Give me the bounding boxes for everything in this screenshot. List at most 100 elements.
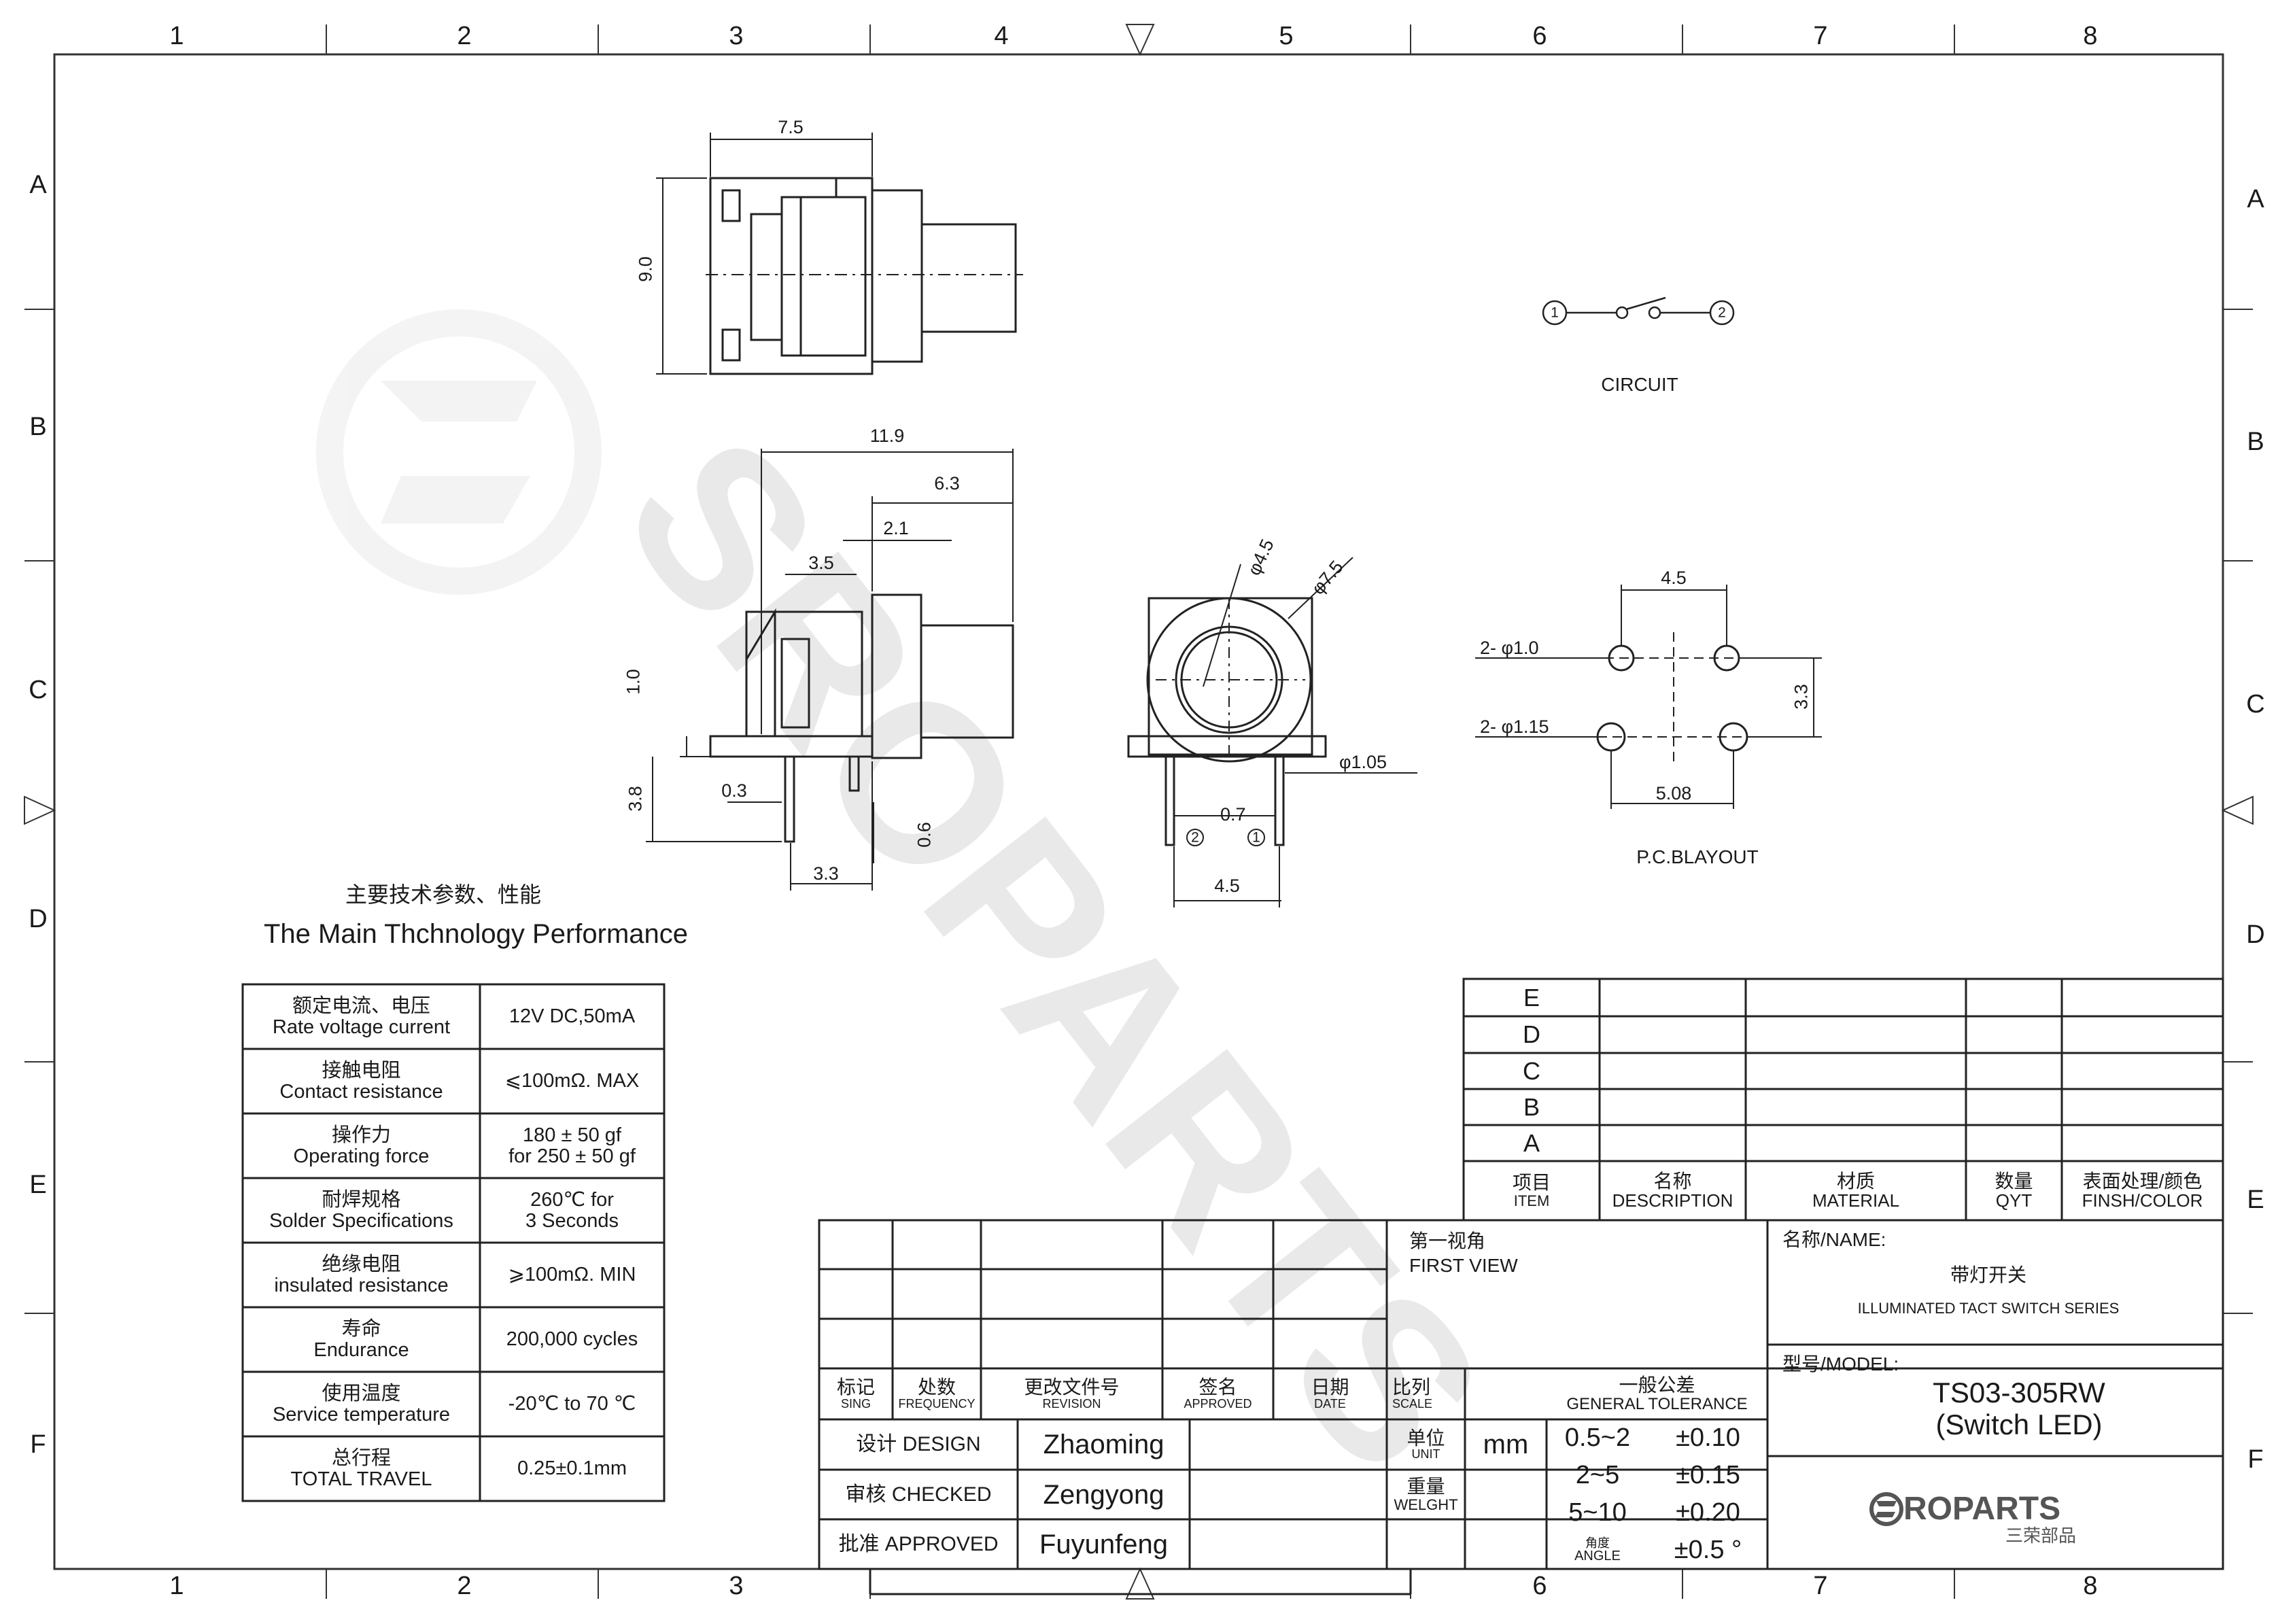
col-label-1: 1 [169, 22, 184, 50]
row-label-e-right: E [2247, 1186, 2264, 1214]
side-view [646, 449, 1014, 891]
logo-text: ROPARTS [1903, 1491, 2061, 1527]
approved-label: 批准 APPROVED [838, 1532, 999, 1555]
col-label-3: 3 [729, 22, 744, 50]
first-view-cn: 第一视角 [1409, 1230, 1486, 1251]
product-name-cn: 带灯开关 [1950, 1264, 2027, 1285]
dim-side-33: 3.3 [813, 863, 839, 884]
tol-range-3: 5~10 [1568, 1498, 1627, 1527]
first-view-en: FIRST VIEW [1409, 1255, 1518, 1276]
dim-side-total: 11.9 [869, 426, 905, 446]
spec-table-grid [241, 983, 666, 1502]
dim-top-height: 9.0 [635, 256, 656, 282]
bom-row-b: B [1523, 1092, 1540, 1121]
tol-value-3: ±0.20 [1676, 1498, 1740, 1527]
dim-side-21: 2.1 [883, 518, 909, 538]
spec-row-value: -20℃ to 70 ℃ [508, 1393, 636, 1415]
row-label-a-right: A [2247, 185, 2264, 213]
pin-2-label: 2 [1191, 829, 1199, 846]
col-label-1-bottom: 1 [169, 1572, 184, 1600]
col-label-7-bottom: 7 [1813, 1572, 1828, 1600]
spec-row-value: 200,000 cycles [506, 1328, 638, 1351]
row-label-b-right: B [2247, 428, 2264, 456]
top-view [656, 133, 1023, 375]
model-label: 型号/MODEL: [1782, 1353, 1899, 1375]
front-view [1127, 557, 1417, 908]
tol-value-2: ±0.15 [1676, 1460, 1740, 1489]
row-label-c: C [29, 676, 48, 704]
dim-top-width: 7.5 [778, 117, 804, 137]
checked-name: Zengyong [1043, 1479, 1164, 1510]
design-label: 设计 DESIGN [856, 1433, 981, 1456]
tol-range-2: 2~5 [1575, 1460, 1620, 1489]
dim-front-07: 0.7 [1220, 804, 1246, 825]
bom-row-e: E [1523, 983, 1540, 1012]
product-name-en: ILLUMINATED TACT SWITCH SERIES [1857, 1300, 2120, 1317]
col-label-8: 8 [2083, 22, 2098, 50]
logo-subtext: 三荣部品 [2005, 1525, 2077, 1546]
row-label-e: E [29, 1171, 47, 1199]
circuit-pin-1: 1 [1551, 305, 1559, 321]
col-label-4: 4 [994, 22, 1009, 50]
col-label-6: 6 [1532, 22, 1547, 50]
specs-title-cn: 主要技术参数、性能 [345, 882, 542, 907]
spec-row-value: ⩾100mΩ. MIN [508, 1264, 636, 1286]
col-label-8-bottom: 8 [2083, 1572, 2098, 1600]
pcb-layout-label: P.C.BLAYOUT [1636, 846, 1759, 867]
dim-pcb-45: 4.5 [1661, 568, 1687, 588]
circuit-label: CIRCUIT [1601, 374, 1678, 395]
title-block-grid [818, 1219, 2224, 1595]
dim-pcb-508: 5.08 [1655, 783, 1692, 804]
bom-row-d: D [1523, 1020, 1540, 1049]
pin-1-label: 1 [1252, 829, 1260, 846]
dim-side-06: 0.6 [914, 822, 935, 848]
checked-label: 审核 CHECKED [845, 1483, 992, 1506]
spec-row-value: 0.25±0.1mm [517, 1457, 627, 1480]
approved-name: Fuyunfeng [1039, 1529, 1169, 1559]
sroparts-logo [1869, 1492, 1903, 1526]
circuit-pin-2: 2 [1718, 305, 1726, 321]
row-label-c-right: C [2246, 690, 2265, 719]
dim-side-38: 3.8 [625, 786, 646, 812]
bom-row-c: C [1523, 1056, 1540, 1085]
specs-title-en: The Main Thchnology Performance [263, 919, 689, 949]
tol-value-1: ±0.10 [1676, 1423, 1740, 1452]
row-label-b: B [29, 413, 47, 441]
row-label-d: D [29, 905, 48, 933]
model-number: TS03-305RW [1933, 1377, 2105, 1409]
col-label-7: 7 [1813, 22, 1828, 50]
pcb-layout [1475, 585, 1822, 809]
row-label-d-right: D [2246, 920, 2265, 949]
model-subtitle: (Switch LED) [1935, 1409, 2103, 1440]
watermark [316, 309, 602, 595]
spec-row-value: ⩽100mΩ. MAX [504, 1070, 640, 1092]
row-label-f-right: F [2247, 1445, 2264, 1474]
dim-front-45: 4.5 [1214, 876, 1240, 896]
dim-pcb-hole1: 2- φ1.0 [1480, 638, 1539, 658]
tol-range-1: 0.5~2 [1564, 1423, 1631, 1452]
dim-side-63: 6.3 [934, 473, 960, 494]
dim-side-35: 3.5 [808, 553, 834, 573]
row-label-a: A [29, 171, 47, 199]
